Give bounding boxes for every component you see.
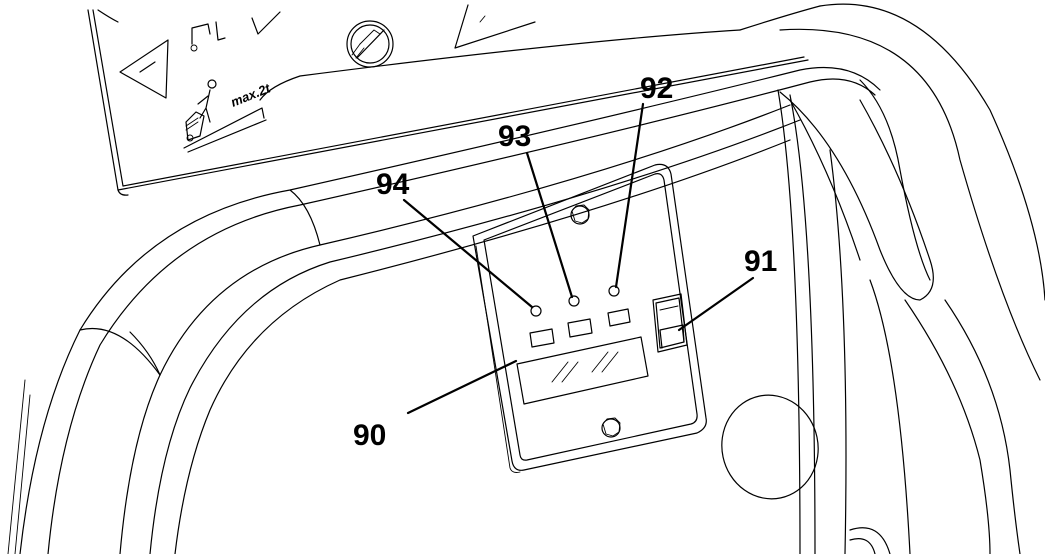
leader-lines <box>402 102 755 415</box>
top-bolt <box>570 204 590 225</box>
led-92 <box>608 285 620 297</box>
main-power-switch[interactable] <box>652 293 688 353</box>
control-panel <box>472 163 707 473</box>
display-window <box>516 336 649 405</box>
round-cap <box>721 394 819 500</box>
leader-91 <box>677 276 755 332</box>
label-window-92 <box>607 308 631 327</box>
callout-90: 90 <box>353 419 386 452</box>
triangle-arrow-icon <box>119 39 169 99</box>
callouts: 90 91 92 93 94 <box>353 72 777 452</box>
callout-94: 94 <box>376 168 410 201</box>
led-93 <box>568 295 580 307</box>
leader-93 <box>525 151 574 299</box>
callout-92: 92 <box>640 72 673 105</box>
leader-92 <box>614 102 645 289</box>
slope-limit-label: max.2t <box>229 80 273 110</box>
handle-frame <box>7 67 881 554</box>
label-window-93 <box>567 318 593 338</box>
callout-91: 91 <box>744 245 777 278</box>
leader-90 <box>406 359 518 415</box>
washer-body-icon <box>185 111 205 142</box>
callout-93: 93 <box>498 120 531 153</box>
label-window-94 <box>529 328 555 348</box>
faucet-icon <box>190 21 226 52</box>
led-94 <box>530 305 542 317</box>
bottom-bolt <box>601 417 621 438</box>
side-handle <box>777 3 1045 554</box>
decal-panel: max.2t <box>87 4 809 196</box>
no-spray-icon <box>346 20 394 68</box>
leader-94 <box>402 198 534 309</box>
operator-slope-icon: max.2t <box>183 79 273 153</box>
